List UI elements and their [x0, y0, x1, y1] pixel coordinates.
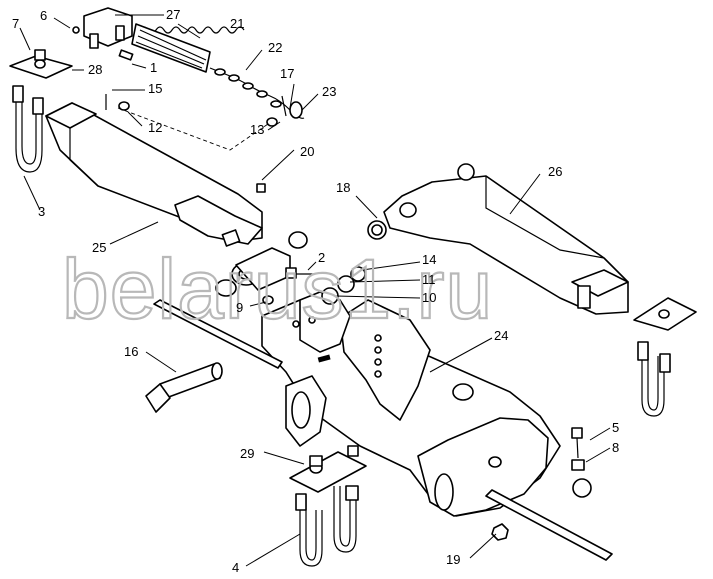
callout-labels: 6 27 21 7 22 28 1 17 15 23 12 13 20 18 2… [12, 7, 619, 575]
callout-16: 16 [124, 344, 138, 359]
callout-11: 11 [422, 272, 436, 287]
central-frame-part [261, 291, 561, 517]
callout-21: 21 [230, 16, 244, 31]
spring-part [131, 23, 245, 73]
callout-25: 25 [92, 240, 106, 255]
small-hardware [105, 94, 592, 541]
long-strap-right [485, 489, 613, 561]
callout-10: 10 [422, 290, 436, 305]
callout-27: 27 [166, 7, 180, 22]
top-left-clamp [9, 49, 73, 173]
callout-9: 9 [236, 300, 243, 315]
callout-15: 15 [148, 81, 162, 96]
assembly-dashed-line [117, 107, 269, 151]
left-beam-part [45, 102, 291, 297]
callout-6: 6 [40, 8, 47, 23]
chain-part [209, 67, 305, 119]
callout-8: 8 [612, 440, 619, 455]
callout-4: 4 [232, 560, 239, 575]
long-strap-left [153, 299, 283, 369]
callout-13: 13 [250, 122, 264, 137]
watermark-text: belarus1.ru [62, 242, 493, 336]
callout-7: 7 [12, 16, 19, 31]
callout-22: 22 [268, 40, 282, 55]
callout-2: 2 [318, 250, 325, 265]
callout-3: 3 [38, 204, 45, 219]
callout-29: 29 [240, 446, 254, 461]
callout-18: 18 [336, 180, 350, 195]
callout-17: 17 [280, 66, 294, 81]
callout-12: 12 [148, 120, 162, 135]
pin-part [145, 362, 223, 413]
callout-28: 28 [88, 62, 102, 77]
callout-1: 1 [150, 60, 157, 75]
top-right-clamp [633, 297, 697, 417]
callout-26: 26 [548, 164, 562, 179]
right-beam-part [383, 175, 629, 315]
callout-23: 23 [322, 84, 336, 99]
spring-bracket-part [72, 7, 134, 61]
callout-20: 20 [300, 144, 314, 159]
callout-24: 24 [494, 328, 508, 343]
callout-14: 14 [422, 252, 436, 267]
leader-lines [19, 14, 611, 567]
callout-19: 19 [446, 552, 460, 567]
callout-5: 5 [612, 420, 619, 435]
bottom-clamp [289, 445, 367, 567]
